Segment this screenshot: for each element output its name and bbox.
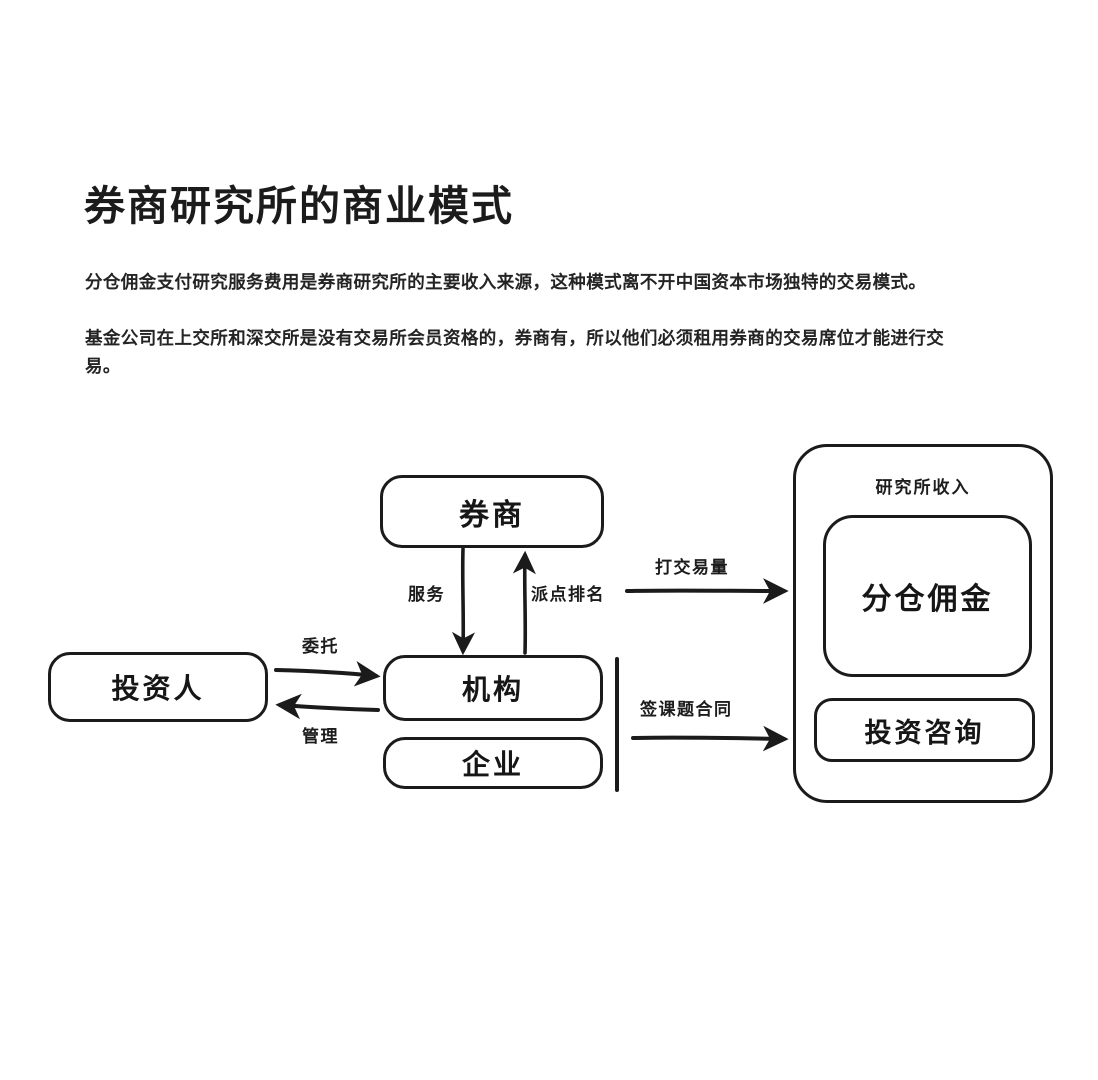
node-institution-label: 机构: [461, 674, 524, 705]
node-commission[interactable]: 分仓佣金: [823, 515, 1032, 677]
node-commission-label: 分仓佣金: [861, 583, 994, 616]
edge-label-service: 服务: [408, 585, 445, 604]
edge-label-trading-volume: 打交易量: [655, 558, 729, 577]
node-investor[interactable]: 投资人: [48, 652, 268, 722]
edge-label-ranking: 派点排名: [531, 585, 605, 604]
node-advisory-label: 投资咨询: [864, 717, 985, 748]
edge-label-manage: 管理: [302, 727, 339, 746]
node-investor-label: 投资人: [111, 673, 205, 704]
intro-paragraph-2: 基金公司在上交所和深交所是没有交易所会员资格的，券商有，所以他们必须租用券商的交…: [85, 328, 945, 376]
node-enterprise-label: 企业: [461, 749, 524, 780]
node-institution[interactable]: 机构: [383, 655, 603, 721]
edge-label-entrust: 委托: [302, 637, 339, 656]
node-broker-label: 券商: [459, 498, 525, 532]
edge-label-research-contract: 签课题合同: [640, 700, 733, 719]
intro-paragraph-1: 分仓佣金支付研究服务费用是券商研究所的主要收入来源，这种模式离不开中国资本市场独…: [85, 272, 927, 292]
node-enterprise[interactable]: 企业: [383, 737, 603, 789]
node-broker[interactable]: 券商: [380, 475, 604, 548]
page-title: 券商研究所的商业模式: [84, 183, 514, 229]
institution-enterprise-bracket: [615, 657, 619, 792]
group-research-income-label: 研究所收入: [875, 478, 971, 497]
node-advisory[interactable]: 投资咨询: [814, 698, 1035, 762]
